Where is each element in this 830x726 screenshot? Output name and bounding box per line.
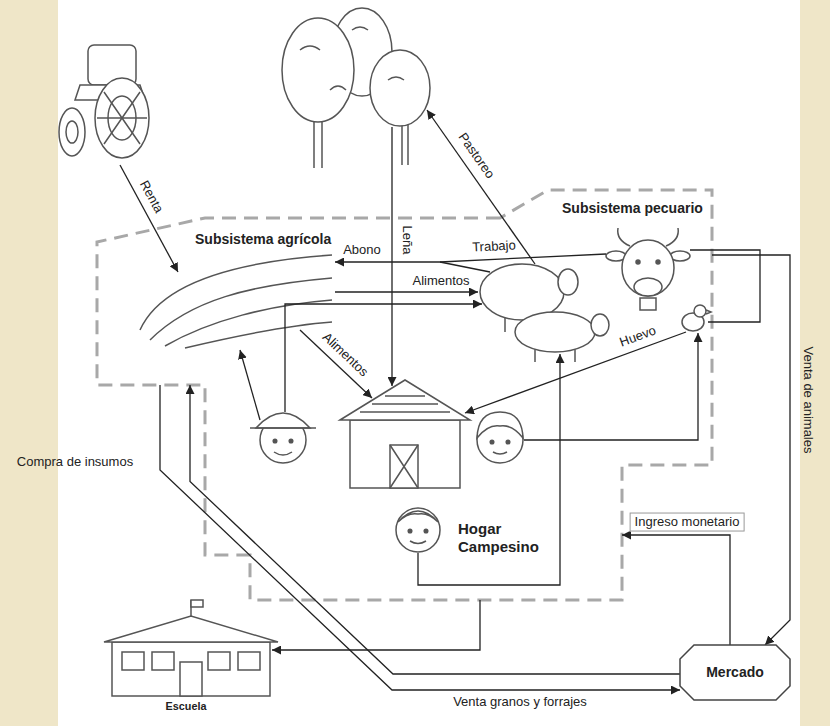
manure-line (440, 262, 490, 272)
woman-mouth (493, 452, 507, 454)
field-ridge (150, 278, 332, 340)
region-title: Subsistema agrícola (195, 231, 331, 248)
rent-arrow (120, 165, 178, 272)
woman-eye (490, 440, 494, 444)
chick-head (694, 305, 706, 317)
flow-arrow (712, 255, 790, 645)
farmer-eye (408, 529, 412, 533)
manure-arrow (335, 261, 440, 262)
tree-canopy (282, 18, 354, 122)
house-roof-lines (360, 396, 450, 412)
school-node: Escuela (100, 612, 272, 716)
edge-label: Compra de insumos (17, 455, 133, 470)
firewood-arrow (391, 127, 392, 386)
school-flag (191, 600, 203, 607)
flow-arrow (622, 535, 730, 645)
sheep-body (515, 312, 595, 352)
tree-trunk (314, 118, 322, 168)
feed-arrow (335, 291, 478, 292)
region-title: Subsistema pecuario (562, 200, 703, 217)
flow-label: Alimentos (412, 274, 469, 289)
care-arrow (524, 333, 698, 440)
farmer-eye (289, 439, 293, 443)
field-ridge (165, 300, 332, 346)
house-door-cross (390, 445, 418, 488)
egg-arrow (465, 332, 686, 413)
school-window (122, 652, 144, 670)
market-octagon: Mercado (680, 645, 790, 700)
tractor-wheel (59, 108, 85, 156)
field-ridge (140, 255, 332, 330)
flow-arrow (160, 385, 680, 690)
house-door (390, 445, 418, 488)
school-window (152, 652, 174, 670)
market-label: Mercado (706, 664, 764, 681)
farmer-mouth (410, 541, 426, 544)
sale-bracket (690, 250, 760, 322)
flow-label: Leña (400, 226, 415, 255)
sheep-head (591, 314, 609, 336)
farmer-eye (424, 529, 428, 533)
farmer-mouth (274, 452, 292, 455)
work-line (440, 254, 606, 262)
field-ridge (185, 322, 332, 348)
farmer-eye (273, 439, 277, 443)
farmer-hair (398, 511, 438, 522)
house-wall (350, 420, 460, 488)
tree-foliage (300, 27, 404, 90)
farmer-hat (256, 413, 310, 428)
school-window (238, 652, 260, 670)
food-arrow (300, 330, 372, 398)
subsystem-region: Subsistema pecuario (500, 190, 712, 465)
flow-arrow (190, 385, 680, 674)
edge-label: Venta de animales (801, 347, 816, 454)
school-wall (112, 642, 270, 696)
octagon-shape (680, 645, 790, 700)
school-window (208, 652, 230, 670)
tree-canopy (370, 50, 430, 126)
tree-trunk (402, 122, 408, 165)
subsystem-region: Subsistema agrícola (97, 218, 500, 385)
chick-beak (706, 310, 711, 314)
tractor-wheel (95, 78, 149, 158)
labour-arrow (240, 350, 260, 420)
school-roof (104, 616, 278, 642)
cow-eye (636, 260, 640, 264)
edge-label: Ingreso monetario (630, 513, 745, 532)
paper-panel (58, 0, 800, 726)
subsystem-outline (97, 190, 712, 600)
school-door (180, 662, 202, 696)
flow-label: Trabajo (472, 238, 516, 255)
cow-bell (640, 298, 656, 310)
cow-muzzle (634, 278, 662, 296)
tractor-tread (97, 92, 147, 144)
flow-label: Abono (343, 243, 381, 258)
household-region: Hogar Campesino (205, 385, 622, 600)
tractor-hub (66, 121, 78, 143)
woman-hair (477, 412, 523, 438)
cow-head (622, 240, 674, 296)
flow-arrow (272, 600, 480, 650)
sheep-head (558, 269, 578, 295)
region-title: Hogar Campesino (458, 520, 539, 556)
cow-eye (656, 260, 660, 264)
woman-eye (506, 440, 510, 444)
farmer-face (396, 508, 440, 552)
care-arrow (418, 354, 560, 585)
edge-label: Venta granos y forrajes (453, 695, 587, 710)
labour-arrow (285, 304, 482, 412)
region-title: Escuela (100, 700, 272, 713)
grazing-arrow (427, 110, 535, 264)
farmer-hat-brim (250, 427, 316, 429)
